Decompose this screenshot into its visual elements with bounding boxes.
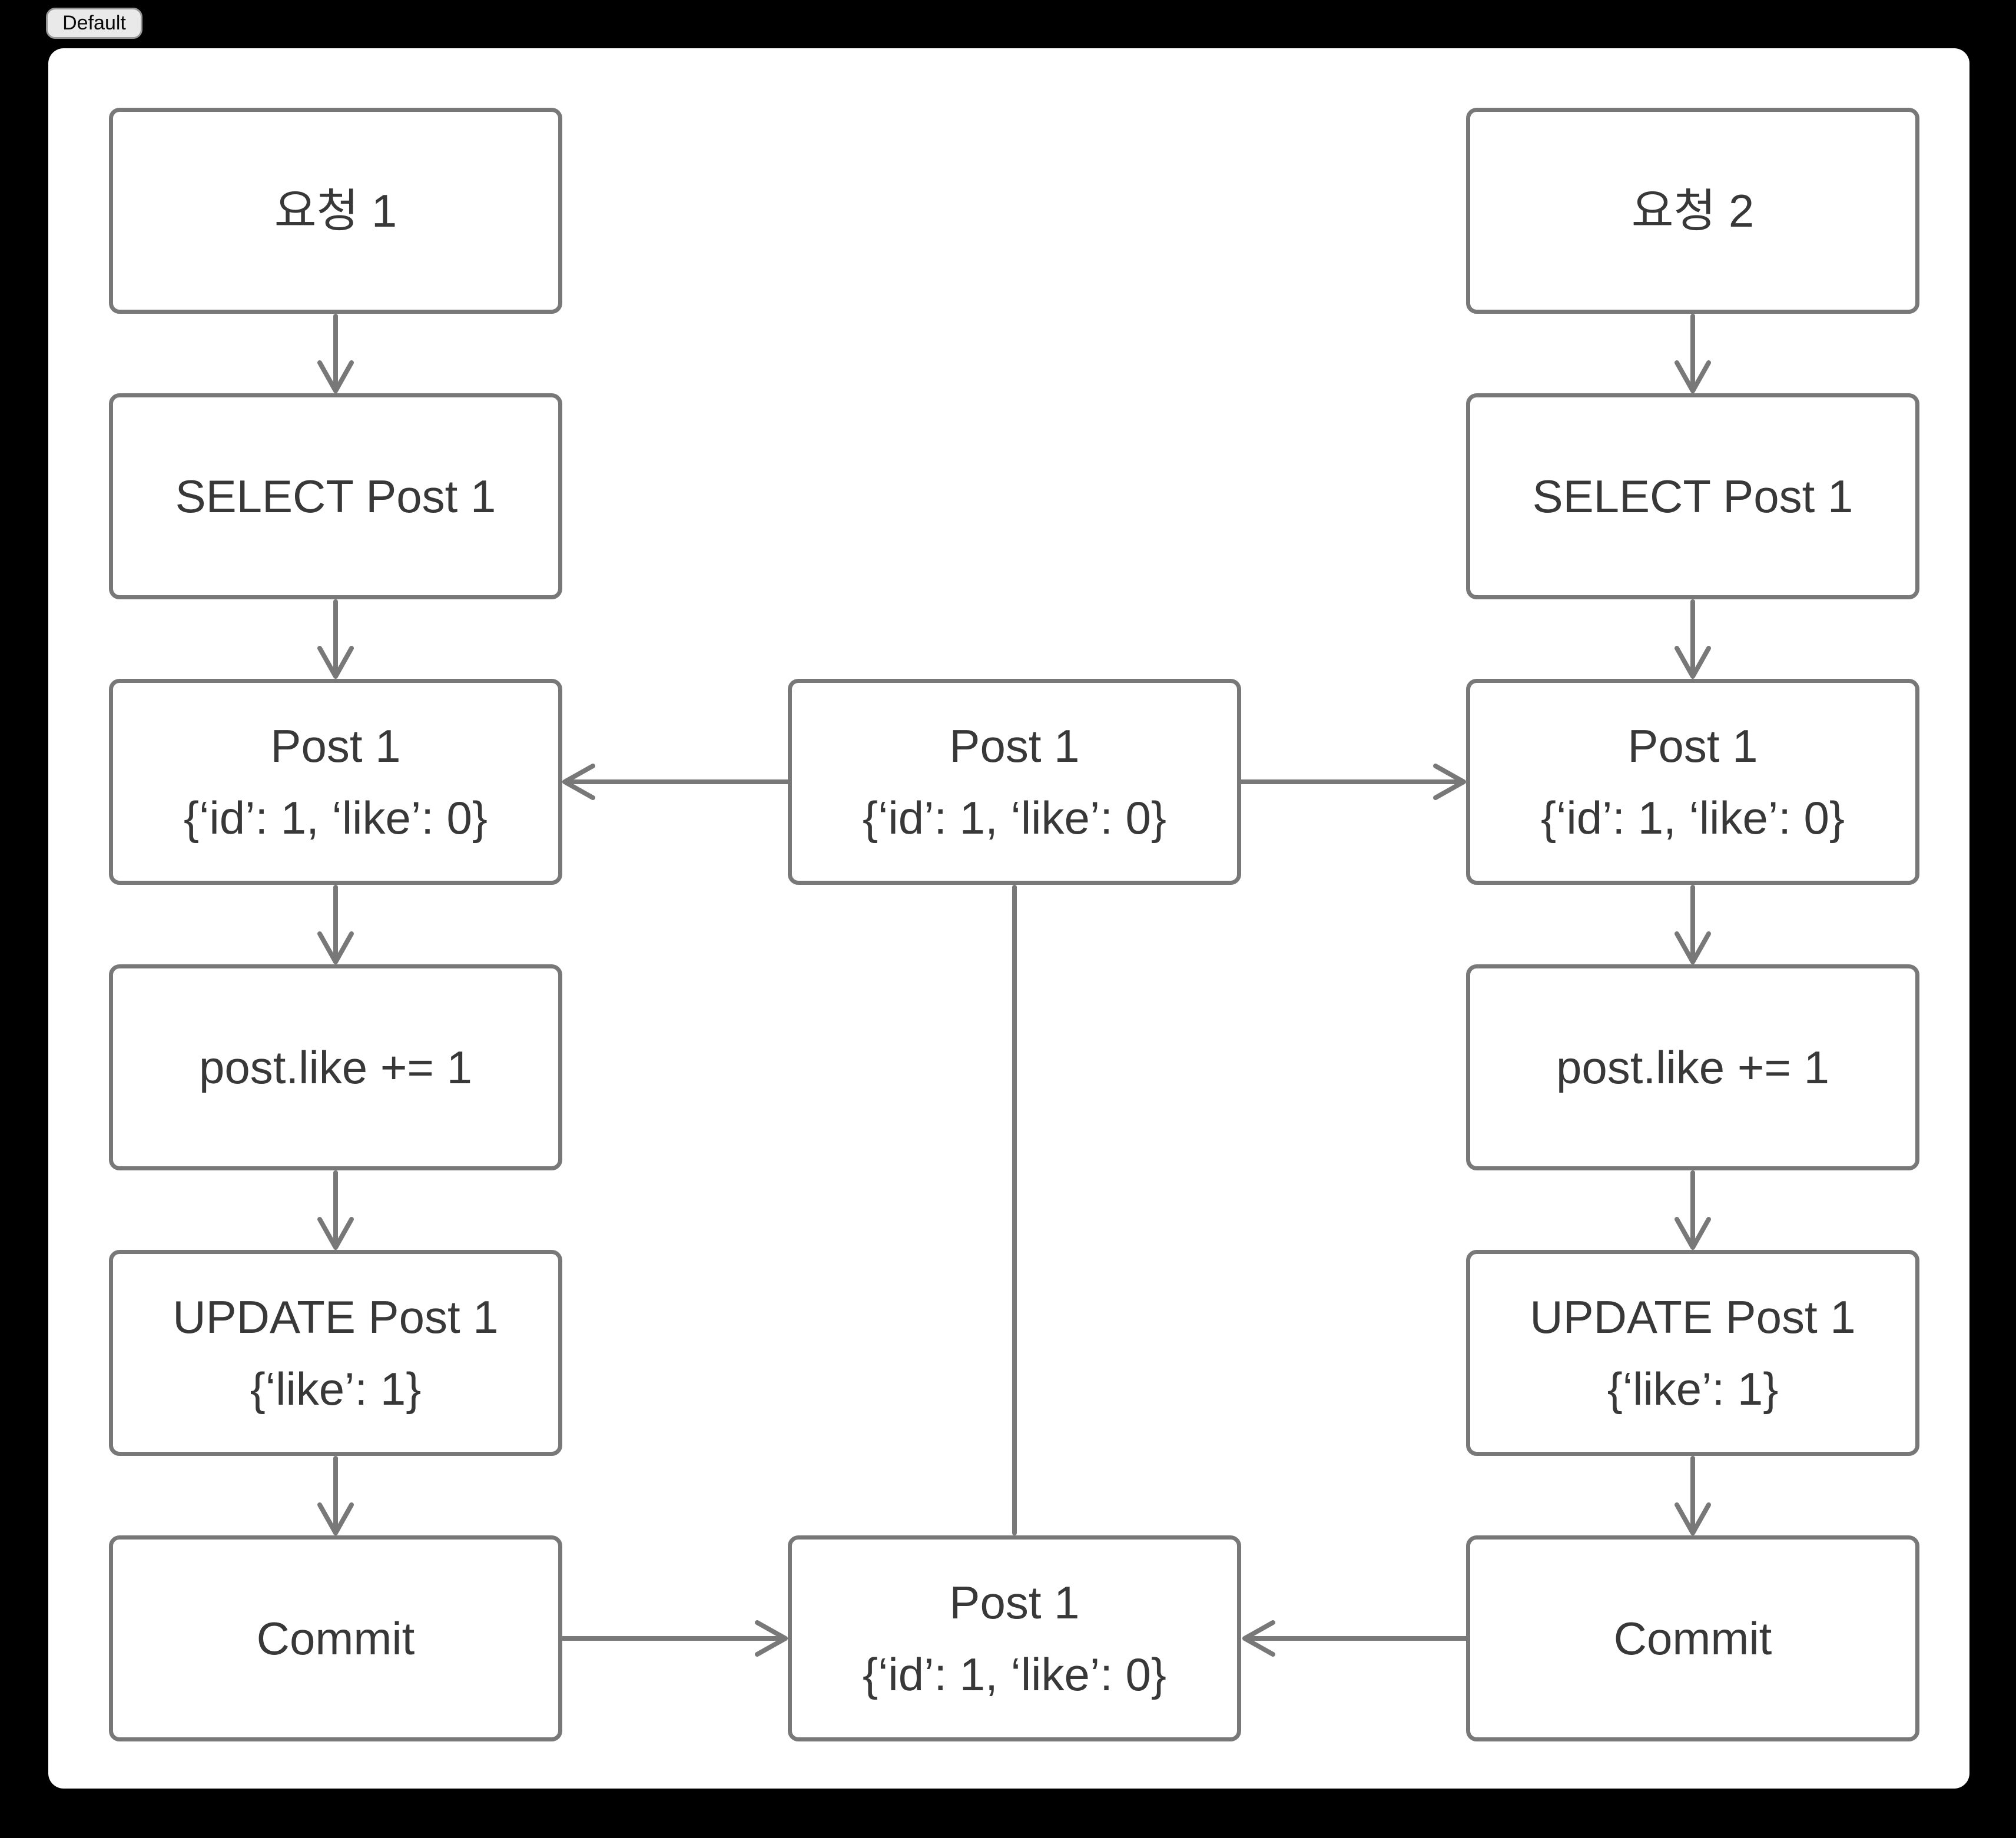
node-db-state-final-title: Post 1 (949, 1577, 1080, 1628)
arrow-request1-to-select1 (317, 314, 354, 393)
node-read-post1-right-title: Post 1 (1627, 720, 1758, 772)
diagram-canvas: 요청 1 SELECT Post 1 Post 1 {‘id’: 1, ‘lik… (48, 48, 1969, 1789)
node-request-1: 요청 1 (109, 108, 562, 314)
node-read-post1-left-value: {‘id’: 1, ‘like’: 0} (184, 792, 488, 844)
node-select-post1-right: SELECT Post 1 (1466, 393, 1919, 599)
node-increment-like-right-label: post.like += 1 (1556, 1041, 1829, 1093)
node-update-post1-left: UPDATE Post 1 {‘like’: 1} (109, 1250, 562, 1456)
node-db-state-initial: Post 1 {‘id’: 1, ‘like’: 0} (788, 679, 1241, 885)
node-commit-left: Commit (109, 1535, 562, 1741)
node-request-2-label: 요청 2 (1631, 185, 1755, 237)
node-read-post1-left: Post 1 {‘id’: 1, ‘like’: 0} (109, 679, 562, 885)
arrow-update2-to-commit2 (1675, 1456, 1711, 1535)
node-update-post1-left-value: {‘like’: 1} (250, 1363, 422, 1415)
default-theme-badge-label: Default (62, 12, 126, 34)
arrow-select1-to-read1 (317, 599, 354, 679)
arrow-update1-to-commit1 (317, 1456, 354, 1535)
node-db-state-final-value: {‘id’: 1, ‘like’: 0} (863, 1648, 1166, 1700)
node-commit-right-label: Commit (1613, 1613, 1772, 1664)
arrow-increment1-to-update1 (317, 1170, 354, 1250)
node-read-post1-left-title: Post 1 (270, 720, 401, 772)
node-db-state-initial-title: Post 1 (949, 720, 1080, 772)
node-update-post1-right-title: UPDATE Post 1 (1530, 1291, 1856, 1343)
default-theme-badge[interactable]: Default (46, 8, 142, 39)
node-request-2: 요청 2 (1466, 108, 1919, 314)
node-commit-right: Commit (1466, 1535, 1919, 1741)
arrow-commit2-to-dbfinal (1242, 1620, 1468, 1657)
arrow-request2-to-select2 (1675, 314, 1711, 393)
node-read-post1-right-value: {‘id’: 1, ‘like’: 0} (1541, 792, 1845, 844)
node-increment-like-left-label: post.like += 1 (199, 1041, 472, 1093)
node-select-post1-right-label: SELECT Post 1 (1532, 470, 1853, 522)
arrow-select2-to-read2 (1675, 599, 1711, 679)
node-db-state-final: Post 1 {‘id’: 1, ‘like’: 0} (788, 1535, 1241, 1741)
node-db-state-initial-value: {‘id’: 1, ‘like’: 0} (863, 792, 1166, 844)
arrow-dbinitial-to-read2 (1239, 764, 1466, 800)
arrow-dbinitial-to-read1 (562, 764, 790, 800)
node-select-post1-left-label: SELECT Post 1 (175, 470, 496, 522)
node-select-post1-left: SELECT Post 1 (109, 393, 562, 599)
node-update-post1-right-value: {‘like’: 1} (1607, 1363, 1779, 1415)
node-increment-like-right: post.like += 1 (1466, 964, 1919, 1170)
node-request-1-label: 요청 1 (274, 185, 397, 237)
node-increment-like-left: post.like += 1 (109, 964, 562, 1170)
arrow-read2-to-increment2 (1675, 885, 1711, 964)
node-commit-left-label: Commit (256, 1613, 415, 1664)
node-read-post1-right: Post 1 {‘id’: 1, ‘like’: 0} (1466, 679, 1919, 885)
arrow-read1-to-increment1 (317, 885, 354, 964)
arrow-increment2-to-update2 (1675, 1170, 1711, 1250)
node-update-post1-right: UPDATE Post 1 {‘like’: 1} (1466, 1250, 1919, 1456)
node-update-post1-left-title: UPDATE Post 1 (173, 1291, 499, 1343)
arrow-commit1-to-dbfinal (560, 1620, 788, 1657)
